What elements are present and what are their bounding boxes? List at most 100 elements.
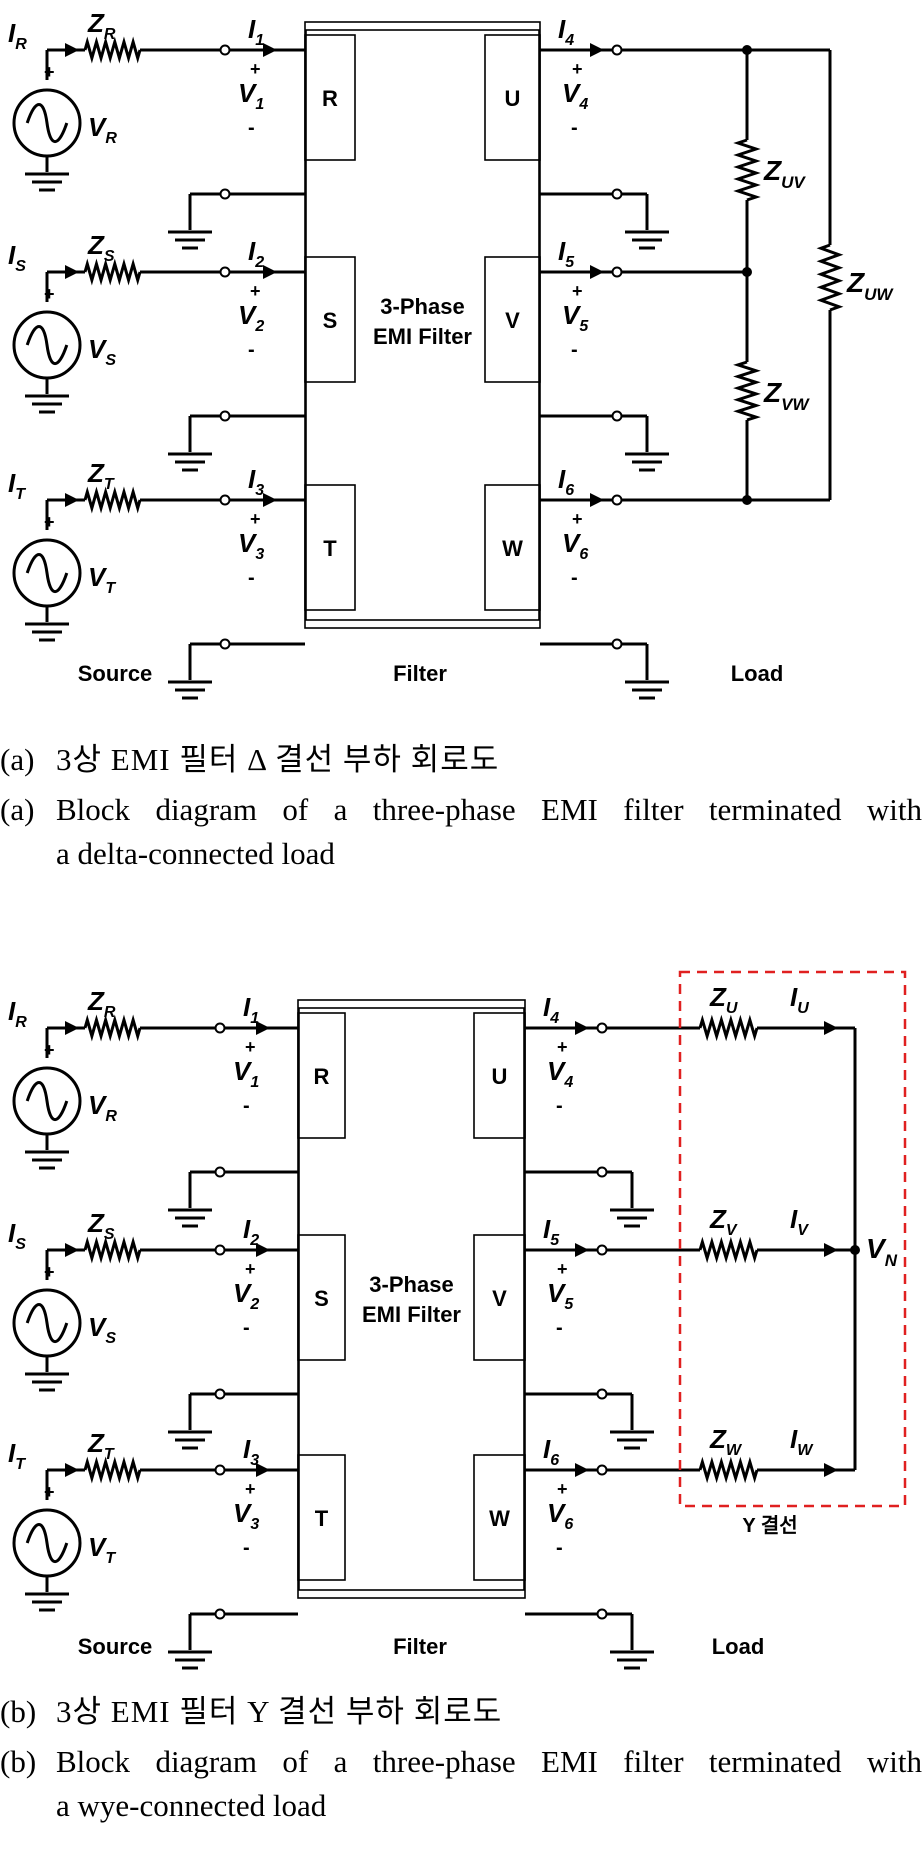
output-current-label: I5 (543, 1214, 560, 1249)
output-terminal (611, 44, 623, 56)
output-current-arrow (590, 265, 604, 279)
plus-sign: + (557, 1479, 568, 1499)
plus-sign: + (572, 509, 583, 529)
filter-output-pin-label: W (502, 536, 523, 561)
caption-b-korean: 3상 EMI 필터 Y 결선 부하 회로도 (56, 1694, 503, 1729)
source-current-label: IT (8, 1438, 26, 1473)
output-return-terminal (611, 638, 623, 650)
output-current-label: I6 (558, 464, 574, 499)
filter-input-pin (304, 256, 356, 383)
filter-output-pin (484, 34, 541, 161)
filter-output-pin (484, 256, 541, 383)
input-current-label: I2 (243, 1214, 259, 1249)
load-impedance-label: ZU (709, 982, 738, 1017)
output-return-terminal (596, 1388, 608, 1400)
minus-sign: - (556, 1537, 563, 1559)
source-impedance-resistor (83, 1014, 142, 1042)
output-return-terminal (611, 188, 623, 200)
plus-sign: + (44, 284, 55, 304)
output-current-arrow (575, 1463, 589, 1477)
filter-input-pin-label: R (322, 86, 338, 111)
caption-b-english-line2: a wye-connected load (56, 1788, 327, 1823)
filter-output-pin (484, 484, 541, 611)
filter-label-line1: 3-Phase (369, 1272, 453, 1297)
minus-sign: - (571, 117, 578, 139)
ground-icon (25, 394, 69, 414)
output-voltage-label: V4 (562, 78, 588, 113)
filter-output-pin-label: U (505, 86, 521, 111)
source-impedance-label: ZT (87, 1428, 115, 1463)
load-impedance-uw (816, 243, 844, 312)
load-impedance-label: ZW (709, 1424, 743, 1459)
plus-sign: + (572, 59, 583, 79)
ground-icon (25, 1372, 69, 1392)
output-current-arrow (575, 1243, 589, 1257)
load-current-arrow (824, 1243, 838, 1257)
filter-input-pin (297, 1454, 346, 1581)
source-impedance-label: ZT (87, 458, 115, 493)
section-label-source: Source (78, 661, 153, 686)
ground-icon (25, 172, 69, 192)
source-voltage-label: VR (88, 112, 117, 147)
input-terminal (219, 494, 231, 506)
output-voltage-label: V4 (547, 1056, 573, 1091)
output-voltage-label: V5 (547, 1278, 574, 1313)
input-voltage-label: V1 (238, 78, 264, 113)
wye-load-dashed-box (678, 970, 907, 1508)
output-current-label: I4 (543, 992, 559, 1027)
input-return-terminal (214, 1388, 226, 1400)
output-current-arrow (590, 493, 604, 507)
input-terminal (214, 1464, 226, 1476)
filter-input-pin (304, 484, 356, 611)
ground-icon (168, 1208, 212, 1228)
minus-sign: - (243, 1095, 250, 1117)
input-voltage-label: V1 (233, 1056, 259, 1091)
plus-sign: + (250, 59, 261, 79)
sine-wave-icon (25, 1522, 69, 1564)
caption-b-tag-en: (b) (0, 1744, 37, 1779)
plus-sign: + (557, 1259, 568, 1279)
section-label-load: Load (731, 661, 784, 686)
section-label-filter: Filter (393, 1634, 447, 1659)
load-current-label: IV (790, 1204, 809, 1239)
sine-wave-icon (25, 324, 69, 366)
filter-input-pin-label: S (323, 308, 338, 333)
plus-sign: + (572, 281, 583, 301)
filter-label-line1: 3-Phase (380, 294, 464, 319)
plus-sign: + (245, 1037, 256, 1057)
source-voltage-label: VT (88, 562, 116, 597)
ground-icon (625, 452, 669, 472)
ground-icon (625, 230, 669, 250)
load-impedance-label: ZV (709, 1204, 738, 1239)
caption-b-tag: (b) (0, 1694, 37, 1729)
output-current-label: I4 (558, 14, 574, 49)
plus-sign: + (44, 1482, 55, 1502)
input-return-terminal (214, 1608, 226, 1620)
output-return-terminal (596, 1608, 608, 1620)
ground-icon (25, 1150, 69, 1170)
load-current-arrow (824, 1021, 838, 1035)
ground-icon (168, 452, 212, 472)
minus-sign: - (571, 567, 578, 589)
source-voltage-label: VT (88, 1532, 116, 1567)
minus-sign: - (248, 339, 255, 361)
minus-sign: - (571, 339, 578, 361)
load-impedance-uv-label: ZUV (763, 155, 806, 192)
minus-sign: - (243, 1317, 250, 1339)
neutral-voltage-label: VN (866, 1233, 898, 1270)
minus-sign: - (243, 1537, 250, 1559)
source-impedance-resistor (83, 486, 142, 514)
filter-output-pin (473, 1234, 526, 1361)
minus-sign: - (248, 567, 255, 589)
source-impedance-resistor (83, 1236, 142, 1264)
filter-input-pin (304, 34, 356, 161)
plus-sign: + (245, 1259, 256, 1279)
input-current-label: I3 (248, 464, 264, 499)
plus-sign: + (250, 281, 261, 301)
minus-sign: - (556, 1317, 563, 1339)
source-impedance-label: ZS (87, 230, 115, 265)
section-label-source: Source (78, 1634, 153, 1659)
input-voltage-label: V2 (238, 300, 264, 335)
output-current-arrow (590, 43, 604, 57)
